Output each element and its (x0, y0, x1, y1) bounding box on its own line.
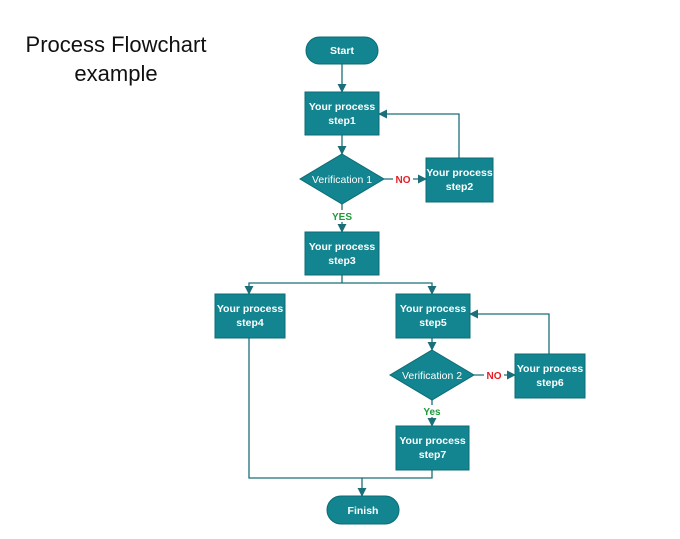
title-line-1: Process Flowchart (25, 32, 207, 57)
edge-step7-merge (362, 470, 433, 479)
node-step2: Your process step2 (425, 157, 494, 203)
node-finish-label: Finish (348, 505, 379, 517)
node-step4-line2: step4 (236, 317, 264, 329)
edge-label-v1-yes: YES (332, 212, 352, 223)
node-step2-line1: Your process (426, 167, 492, 179)
node-step7-line1: Your process (399, 435, 465, 447)
node-step3: Your process step3 (304, 231, 380, 276)
node-step7-line2: step7 (419, 449, 447, 461)
node-step4-line1: Your process (217, 303, 283, 315)
edge-label-v2-yes: Yes (423, 407, 441, 418)
edge-step6-step5 (469, 309, 550, 354)
node-verification1: Verification 1 (299, 153, 385, 205)
node-verification2-label: Verification 2 (402, 370, 462, 382)
edge-step4-finish (248, 338, 367, 497)
diagram-title: Process Flowchart example (0, 30, 232, 88)
node-step1-line2: step1 (328, 115, 356, 127)
node-verification2: Verification 2 (389, 349, 475, 401)
node-step1: Your process step1 (304, 91, 380, 136)
node-step4: Your process step4 (214, 293, 286, 339)
node-step6-line1: Your process (517, 363, 583, 375)
node-finish: Finish (326, 495, 400, 525)
node-step1-line1: Your process (309, 101, 375, 113)
edge-label-v2-no: NO (487, 371, 502, 382)
node-step6-line2: step6 (536, 377, 564, 389)
node-start: Start (305, 36, 379, 65)
edge-label-v1-no: NO (396, 175, 411, 186)
edge-step2-step1 (378, 109, 460, 158)
node-step3-line1: Your process (309, 241, 375, 253)
node-step7: Your process step7 (395, 425, 470, 471)
node-step3-line2: step3 (328, 255, 356, 267)
node-step5-line1: Your process (400, 303, 466, 315)
title-line-2: example (74, 61, 158, 86)
node-start-label: Start (330, 45, 354, 57)
node-step5-line2: step5 (419, 317, 447, 329)
edge-split-step4 (244, 282, 342, 295)
node-verification1-label: Verification 1 (312, 174, 372, 186)
edge-split-step5 (342, 282, 437, 295)
node-step6: Your process step6 (514, 353, 586, 399)
node-step2-line2: step2 (446, 181, 474, 193)
node-step5: Your process step5 (395, 293, 471, 339)
